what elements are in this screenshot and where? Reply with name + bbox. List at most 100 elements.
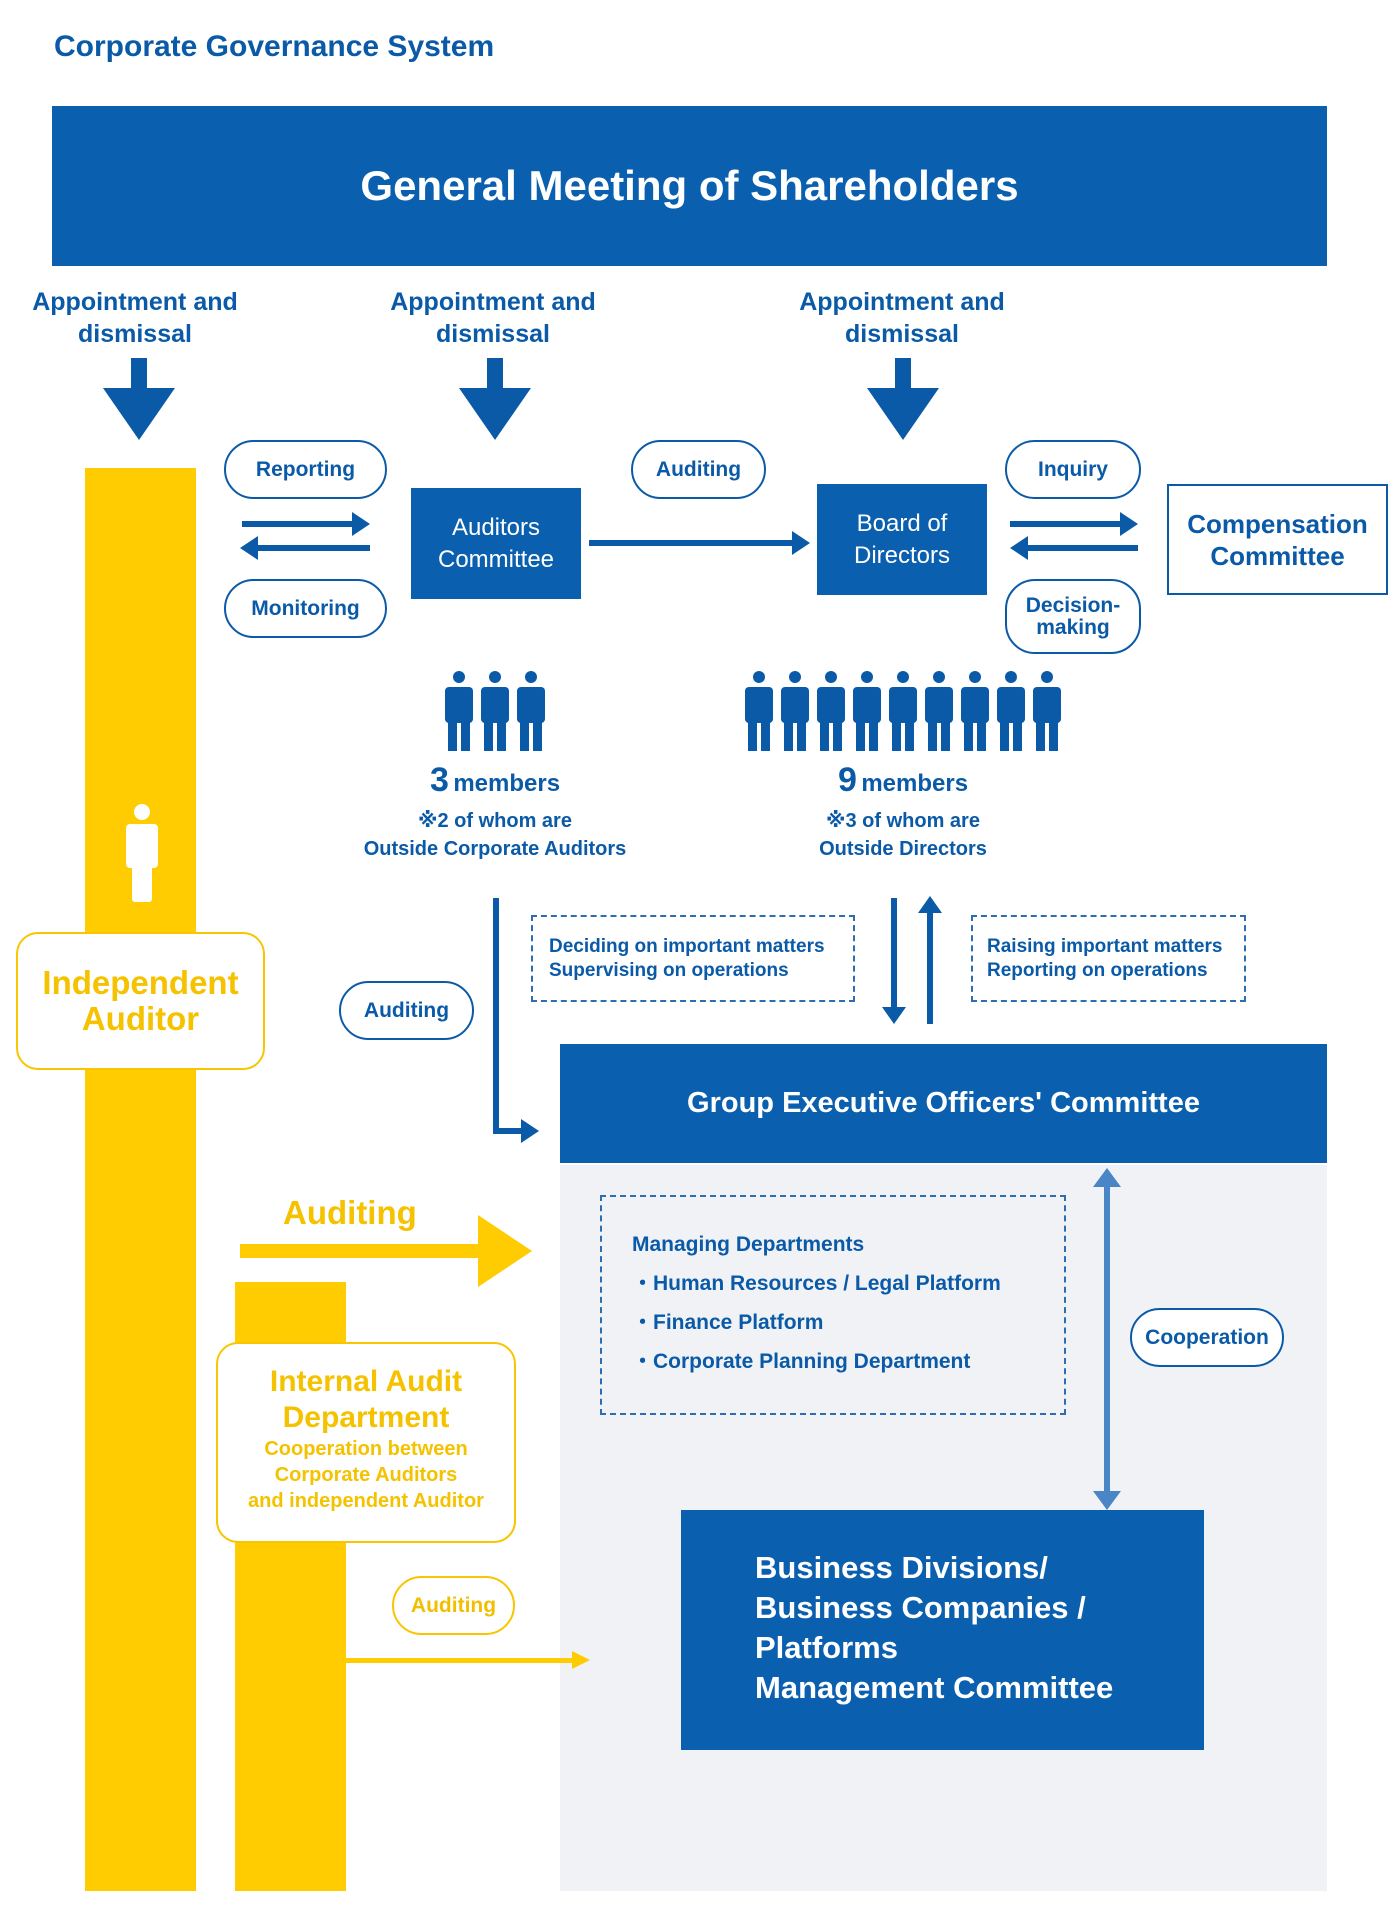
board-people-icons xyxy=(745,671,1061,751)
managing-heading: Managing Departments xyxy=(632,1233,865,1256)
decision-label-line2: making xyxy=(1036,615,1110,639)
internal-audit-line2: Department xyxy=(282,1401,450,1434)
geoc-label: Group Executive Officers' Committee xyxy=(687,1087,1200,1119)
business-line4: Management Committee xyxy=(755,1670,1114,1705)
inquiry-pill: Inquiry xyxy=(1005,440,1141,499)
person-icon xyxy=(961,671,989,751)
board-note-line1: ※3 of whom are xyxy=(826,810,980,832)
deciding-line2: Supervising on operations xyxy=(549,960,789,981)
auditing-pill-low: Auditing xyxy=(392,1576,515,1635)
deciding-line1: Deciding on important matters xyxy=(549,936,825,957)
board-members-text: 9 members ※3 of whom are Outside Directo… xyxy=(748,760,1058,863)
appointment-label-right: Appointment and dismissal xyxy=(787,286,1017,350)
independent-auditor-bar xyxy=(85,468,196,1891)
decision-making-pill: Decision- making xyxy=(1005,579,1141,654)
person-icon xyxy=(853,671,881,751)
appointment-label-mid: Appointment and dismissal xyxy=(378,286,608,350)
decision-label-line1: Decision- xyxy=(1025,593,1121,617)
general-meeting-box: General Meeting of Shareholders xyxy=(52,106,1327,266)
business-line1: Business Divisions/ xyxy=(755,1550,1048,1585)
person-icon xyxy=(745,671,773,751)
yellow-business-arrow xyxy=(346,1651,590,1669)
person-icon xyxy=(481,671,509,751)
auditors-members-text: 3 members ※2 of whom are Outside Corpora… xyxy=(340,760,650,863)
auditing-low-label: Auditing xyxy=(410,1593,497,1617)
cooperation-label: Cooperation xyxy=(1145,1325,1269,1349)
appointment-mid-line2: dismissal xyxy=(436,320,550,348)
appointment-right-line1: Appointment and xyxy=(799,288,1005,316)
deciding-dashed-box: Deciding on important matters Supervisin… xyxy=(531,915,855,1002)
independent-auditor-person-icon xyxy=(126,804,158,902)
auditing-big-label: Auditing xyxy=(283,1194,417,1231)
appointment-left-line2: dismissal xyxy=(78,320,192,348)
board-geoc-arrows xyxy=(882,896,942,1024)
person-icon xyxy=(517,671,545,751)
auditing-pill-top: Auditing xyxy=(631,440,766,499)
auditors-members-count: 3 xyxy=(429,761,449,799)
appointment-left-line1: Appointment and xyxy=(32,288,238,316)
person-icon xyxy=(445,671,473,751)
reporting-label: Reporting xyxy=(255,457,356,481)
business-line2: Business Companies / xyxy=(755,1590,1086,1625)
person-icon xyxy=(889,671,917,751)
raising-line1: Raising important matters xyxy=(987,936,1223,957)
monitoring-pill: Monitoring xyxy=(224,579,387,638)
internal-audit-sub1: Cooperation between xyxy=(264,1438,468,1460)
down-arrow-mid xyxy=(459,358,531,440)
cooperation-arrow xyxy=(1093,1168,1121,1510)
auditing-top-label: Auditing xyxy=(655,457,742,481)
page-title: Corporate Governance System xyxy=(54,30,495,63)
inquiry-arrows xyxy=(1010,512,1138,560)
person-icon xyxy=(1033,671,1061,751)
internal-audit-box: Internal Audit Department Cooperation be… xyxy=(216,1342,516,1543)
internal-audit-sub2: Corporate Auditors xyxy=(274,1464,458,1486)
auditors-committee-box: Auditors Committee xyxy=(411,488,581,599)
cooperation-pill: Cooperation xyxy=(1130,1308,1284,1367)
yellow-auditing-arrow xyxy=(240,1215,532,1287)
business-divisions-box: Business Divisions/ Business Companies /… xyxy=(681,1510,1204,1750)
appointment-mid-line1: Appointment and xyxy=(390,288,596,316)
general-meeting-label: General Meeting of Shareholders xyxy=(360,162,1019,209)
raising-line2: Reporting on operations xyxy=(987,960,1208,981)
business-line3: Platforms xyxy=(755,1630,898,1665)
person-icon xyxy=(925,671,953,751)
board-members-label: members xyxy=(861,770,969,797)
board-line1: Board of xyxy=(856,509,948,537)
inquiry-label: Inquiry xyxy=(1037,457,1108,481)
independent-auditor-line2: Auditor xyxy=(81,1000,200,1037)
managing-item-hr-legal: ・Human Resources / Legal Platform xyxy=(632,1272,1001,1295)
down-arrow-right xyxy=(867,358,939,440)
compensation-committee-box: Compensation Committee xyxy=(1167,484,1388,595)
internal-audit-line1: Internal Audit xyxy=(269,1365,463,1398)
auditors-people-icons xyxy=(445,671,545,751)
managing-item-corp-planning: ・Corporate Planning Department xyxy=(632,1350,971,1373)
board-line2: Directors xyxy=(853,541,950,569)
person-icon xyxy=(817,671,845,751)
person-icon xyxy=(781,671,809,751)
board-members-count: 9 xyxy=(837,761,857,799)
internal-audit-sub3: and independent Auditor xyxy=(248,1490,484,1512)
auditors-committee-line1: Auditors xyxy=(451,513,541,541)
auditors-to-board-arrow xyxy=(589,531,810,555)
managing-departments-box: Managing Departments ・Human Resources / … xyxy=(600,1195,1066,1415)
auditing-pill-mid: Auditing xyxy=(339,981,474,1040)
auditors-committee-line2: Committee xyxy=(437,545,555,573)
appointment-label-left: Appointment and dismissal xyxy=(20,286,250,350)
reporting-arrows xyxy=(240,512,370,560)
monitoring-label: Monitoring xyxy=(251,596,360,620)
board-of-directors-box: Board of Directors xyxy=(817,484,987,595)
compensation-line2: Committee xyxy=(1210,540,1345,571)
board-note-line2: Outside Directors xyxy=(819,838,987,860)
managing-item-finance: ・Finance Platform xyxy=(632,1311,824,1334)
independent-auditor-line1: Independent xyxy=(42,964,239,1001)
down-arrow-left xyxy=(103,358,175,440)
geoc-box: Group Executive Officers' Committee xyxy=(560,1044,1327,1163)
auditors-note-line2: Outside Corporate Auditors xyxy=(363,838,627,860)
compensation-line1: Compensation xyxy=(1187,508,1368,539)
reporting-pill: Reporting xyxy=(224,440,387,499)
auditors-to-geoc-arrow xyxy=(493,898,539,1143)
person-icon xyxy=(997,671,1025,751)
independent-auditor-box: Independent Auditor xyxy=(16,932,265,1070)
auditors-note-line1: ※2 of whom are xyxy=(418,810,572,832)
